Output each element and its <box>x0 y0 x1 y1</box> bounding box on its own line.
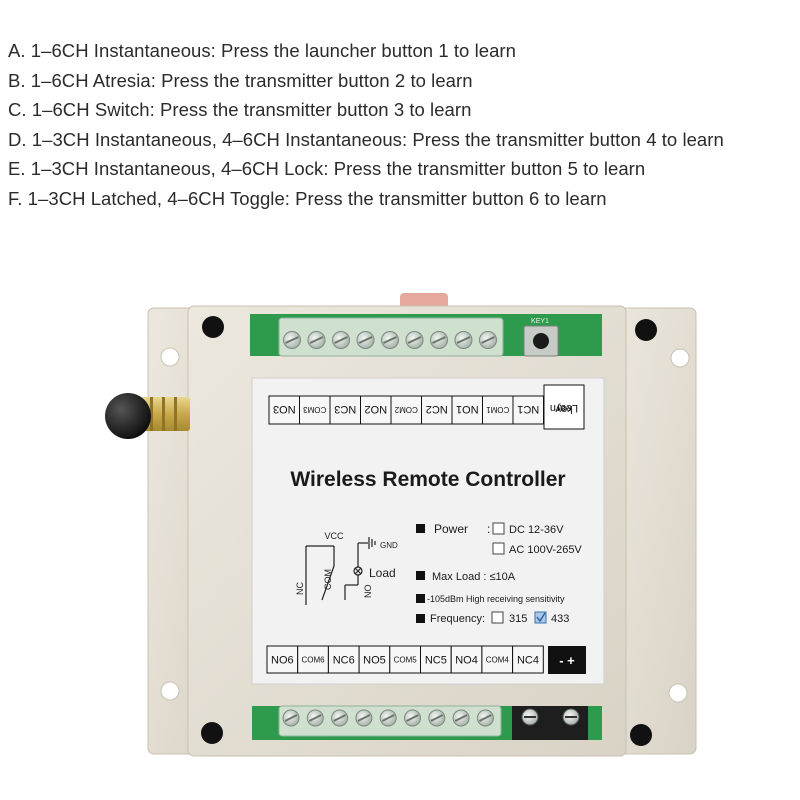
bottom-terminal-label: NC6 <box>333 654 355 666</box>
top-terminal-label: COM1 <box>486 405 510 414</box>
bottom-terminal-label: NO6 <box>271 654 294 666</box>
bottom-terminal-label: COM4 <box>486 655 510 664</box>
mounting-hole <box>201 722 223 744</box>
schematic-gnd: GND <box>380 541 398 550</box>
frequency-315: 315 <box>509 613 527 625</box>
learn-key-legend: Learn key <box>543 384 585 430</box>
mounting-hole <box>202 316 224 338</box>
top-terminal-label: COM2 <box>394 405 418 414</box>
bottom-terminal-label: NO5 <box>363 654 386 666</box>
instruction-line-f: F. 1–3CH Latched, 4–6CH Toggle: Press th… <box>8 187 607 209</box>
top-terminal-label: NO1 <box>456 403 479 415</box>
bottom-terminal-label: NO4 <box>455 654 478 666</box>
top-terminal-cell <box>329 395 361 425</box>
svg-text::: : <box>487 522 490 536</box>
key1-marking: KEY1 <box>531 318 549 325</box>
wiring-schematic <box>305 537 376 605</box>
instruction-line-e: E. 1–3CH Instantaneous, 4–6CH Lock: Pres… <box>8 158 646 179</box>
schematic-nc: NC <box>295 582 305 595</box>
mounting-hole <box>635 319 657 341</box>
bottom-terminal-legend: NO6 COM6 NC6 NO5 COM5 NC5 NO4 COM4 NC4 <box>266 645 544 674</box>
top-terminal-cell <box>360 395 392 425</box>
frequency-label: Frequency: <box>430 613 485 625</box>
top-terminal-legend: NO3 COM3 NC3 NO2 COM2 NC2 NO1 COM1 NC1 <box>268 395 544 425</box>
instruction-line-a: A. 1–6CH Instantaneous: Press the launch… <box>8 40 516 61</box>
top-terminal-label: COM3 <box>303 405 327 414</box>
top-terminal-label: NO3 <box>273 403 296 415</box>
top-terminal-screws <box>283 331 497 349</box>
flange-slot <box>668 683 688 703</box>
power-label: Power <box>434 522 468 536</box>
flange-slot <box>670 348 690 368</box>
top-terminal-cell <box>390 395 422 425</box>
bottom-terminal-cell <box>266 645 299 674</box>
specifications: Power : DC 12-36V AC 100V-265V Max Load … <box>416 522 582 625</box>
sensitivity: -105dBm High receiving sensitivity <box>427 594 565 604</box>
learn-key-label-top: Learn <box>550 402 578 414</box>
mounting-hole <box>630 724 652 746</box>
top-terminal-label: NO2 <box>364 403 387 415</box>
power-ac-option: AC 100V-265V <box>509 544 582 556</box>
bottom-terminal-label: NC4 <box>517 654 539 666</box>
power-dc-option: DC 12-36V <box>509 524 564 536</box>
flange-slot <box>160 681 180 701</box>
bottom-terminal-cell <box>389 645 421 674</box>
max-load: Max Load : ≤10A <box>432 571 516 583</box>
instruction-line-d: D. 1–3CH Instantaneous, 4–6CH Instantane… <box>8 128 724 150</box>
top-terminal-label: NC1 <box>517 403 539 415</box>
bottom-terminal-cell <box>358 645 391 674</box>
bottom-terminal-cell <box>481 645 514 674</box>
top-terminal-label: NC3 <box>334 403 356 415</box>
flange-slot <box>160 347 180 367</box>
polarity-label-box <box>548 646 586 674</box>
learning-mode-instructions: A. 1–6CH Instantaneous: Press the launch… <box>8 36 798 213</box>
bottom-terminal-label: COM6 <box>301 655 325 664</box>
top-terminal-cell <box>482 395 514 425</box>
instruction-line-b: B. 1–6CH Atresia: Press the transmitter … <box>8 69 473 91</box>
device-title: Wireless Remote Controller <box>290 468 565 491</box>
bottom-terminal-screws <box>282 709 494 727</box>
polarity-label: - + <box>559 653 575 668</box>
schematic-no: NO <box>363 585 373 599</box>
frequency-433: 433 <box>551 613 569 625</box>
bottom-terminal-cell <box>450 645 483 674</box>
top-terminal-cell <box>268 395 300 425</box>
learn-key-button[interactable] <box>533 333 549 349</box>
bottom-terminal-label: NC5 <box>425 654 447 666</box>
top-terminal-label: NC2 <box>426 403 448 415</box>
bottom-terminal-cell <box>327 645 360 674</box>
learn-key-label-bottom: key <box>555 403 573 415</box>
schematic-vcc: VCC <box>324 531 344 541</box>
schematic-load: Load <box>369 566 396 580</box>
bottom-terminal-label: COM5 <box>394 655 418 664</box>
schematic-com: COM <box>323 569 333 590</box>
top-terminal-cell <box>451 395 483 425</box>
top-terminal-cell <box>299 395 331 425</box>
instruction-line-c: C. 1–6CH Switch: Press the transmitter b… <box>8 99 472 120</box>
bottom-terminal-cell <box>512 645 544 674</box>
antenna <box>105 393 190 439</box>
